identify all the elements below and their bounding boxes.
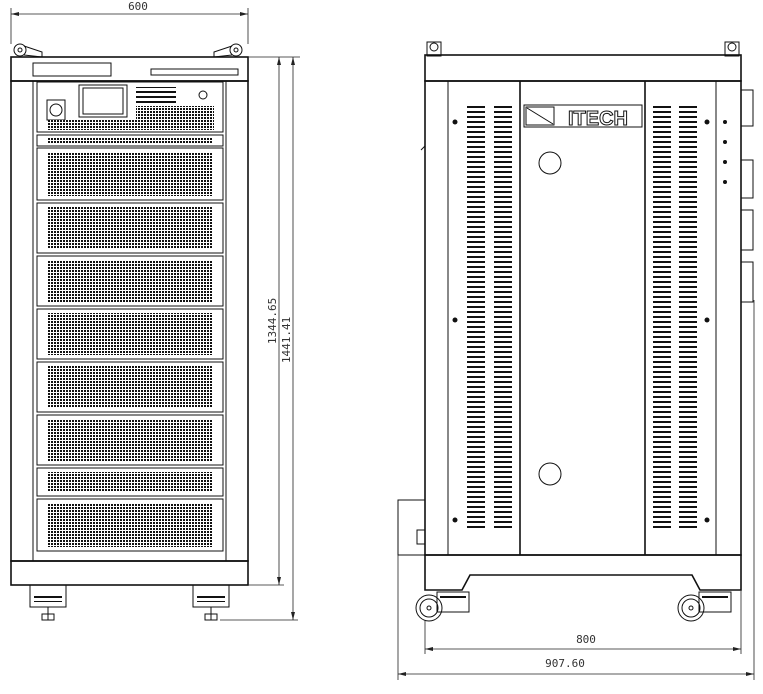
rotary-knob — [198, 90, 208, 100]
dimension-height-body: 1344.65 — [248, 56, 300, 586]
panel-screws — [452, 119, 727, 523]
access-hole — [538, 462, 562, 486]
caster-right — [192, 584, 230, 621]
access-hole — [538, 151, 562, 175]
vent-grille — [467, 103, 485, 528]
dimension-height-total: 1441.41 — [220, 57, 298, 621]
caster-right — [677, 591, 732, 622]
dimension-label-depth: 800 — [576, 633, 596, 646]
controller-module — [36, 81, 224, 133]
itech-logo: ITECH — [523, 104, 643, 131]
dimension-label-body-height: 1344.65 — [266, 298, 279, 344]
power-module-stack — [36, 134, 224, 552]
cabinet-base — [10, 560, 249, 586]
vent-grille — [653, 103, 671, 528]
lifting-eye-right — [213, 43, 243, 58]
dimension-label-width: 600 — [128, 0, 148, 13]
vent-grille — [494, 103, 512, 528]
vent-grille — [679, 103, 697, 528]
nameplate — [150, 68, 239, 76]
base-frame — [424, 554, 742, 591]
dimension-label-total-height: 1441.41 — [280, 317, 293, 363]
display-screen — [78, 84, 128, 118]
rear-box — [397, 499, 426, 556]
front-view — [10, 43, 249, 621]
brand-plate — [32, 62, 112, 77]
dimension-width-600: 600 — [10, 0, 249, 44]
caster-left — [415, 591, 470, 622]
lifting-eye-left — [13, 43, 43, 58]
side-view: ITECH — [397, 41, 754, 622]
connector-boxes — [740, 89, 754, 303]
dimension-depth-800: 800 — [424, 590, 742, 654]
lifting-eye-right — [724, 41, 740, 57]
top-frame — [424, 54, 742, 82]
brand-logo-text: ITECH — [568, 108, 628, 130]
keypad — [136, 87, 176, 103]
lifting-eye-left — [426, 41, 442, 57]
dimension-depth-overall: 907.60 — [397, 300, 755, 680]
dimension-label-overall-depth: 907.60 — [545, 657, 585, 670]
caster-left — [29, 584, 67, 621]
